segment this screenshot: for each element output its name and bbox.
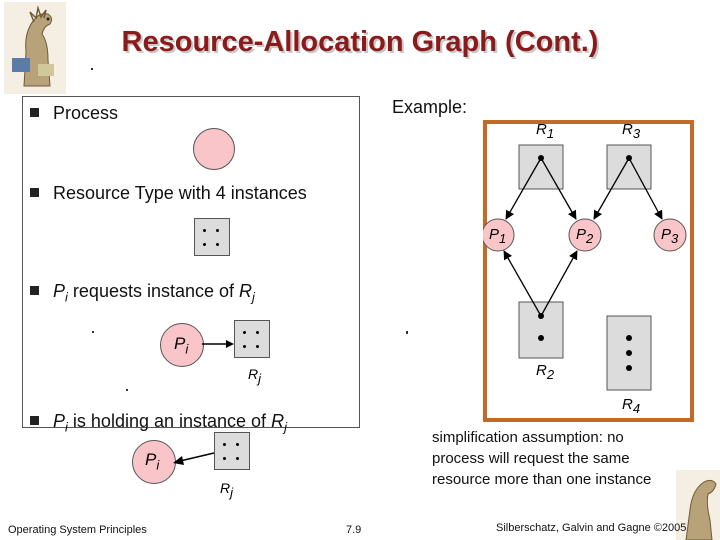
r1-box xyxy=(518,144,564,190)
example-graph-frame xyxy=(483,120,694,422)
holding-process-circle xyxy=(132,440,176,484)
r2-box xyxy=(518,301,564,359)
dinosaur-logo-icon xyxy=(4,2,66,94)
bullet-square-icon xyxy=(30,107,39,117)
p3-label: P3 xyxy=(661,226,679,246)
footer-copyright: Silberschatz, Galvin and Gagne ©2005 xyxy=(496,522,687,534)
bullet-holding: Pi is holding an instance of Rj xyxy=(30,411,287,435)
bullet-square-icon xyxy=(30,187,39,197)
legend-panel xyxy=(22,96,360,428)
rj-symbol: R xyxy=(239,281,253,301)
p1-label: P1 xyxy=(489,226,507,246)
request-process-circle xyxy=(160,323,204,367)
note-line: process will request the same xyxy=(432,450,630,467)
stray-dot xyxy=(92,331,94,333)
process-symbol-circle xyxy=(193,128,235,170)
holding-text: is holding an instance of xyxy=(72,411,267,431)
r3-label: R3 xyxy=(622,121,641,141)
p2-label: P2 xyxy=(576,226,594,246)
pi-subscript: i xyxy=(65,289,68,305)
request-process-label: Pi xyxy=(174,334,189,357)
bullet-request: Pi requests instance of Rj xyxy=(30,281,255,305)
note-line: resource more than one instance xyxy=(432,471,652,488)
example-graph xyxy=(483,144,687,391)
bullet-square-icon xyxy=(30,415,39,425)
bullet-process-label: Process xyxy=(53,103,119,123)
p1-circle xyxy=(483,218,515,252)
bullet-resource: Resource Type with 4 instances xyxy=(30,183,307,204)
example-label: Example: xyxy=(392,97,468,117)
pi-symbol: P xyxy=(53,281,66,301)
request-resource-label: Rj xyxy=(248,366,262,386)
stray-dot xyxy=(126,389,128,391)
rj-subscript: j xyxy=(252,289,255,305)
page-title: Resource-Allocation Graph (Cont.) xyxy=(121,26,599,58)
footer-course: Operating System Principles xyxy=(8,524,147,536)
request-text: requests instance of xyxy=(72,281,235,301)
footer-page-number: 7.9 xyxy=(346,524,362,536)
r1-label: R1 xyxy=(536,121,555,141)
holding-process-label: Pi xyxy=(145,450,160,473)
bullet-square-icon xyxy=(30,285,39,295)
p2-circle xyxy=(568,218,602,252)
request-edge-arrow xyxy=(202,340,234,348)
request-resource-box xyxy=(234,320,270,358)
holding-resource-label: Rj xyxy=(220,480,234,500)
holding-resource-box xyxy=(214,432,250,470)
resource-symbol-box xyxy=(194,218,230,256)
bullet-process: Process xyxy=(30,103,118,124)
r3-box xyxy=(606,144,652,190)
simplification-note: simplification assumption: no process wi… xyxy=(432,427,651,490)
r2-label: R2 xyxy=(536,362,555,382)
note-line: simplification assumption: no xyxy=(432,429,624,446)
p3-circle xyxy=(653,218,687,252)
r4-label: R4 xyxy=(622,396,641,416)
stray-dot xyxy=(406,331,408,334)
bullet-resource-label: Resource Type with 4 instances xyxy=(53,183,307,203)
holding-edge-arrow xyxy=(173,452,215,465)
dinosaur-corner-icon xyxy=(676,470,720,540)
stray-dot xyxy=(91,68,93,70)
